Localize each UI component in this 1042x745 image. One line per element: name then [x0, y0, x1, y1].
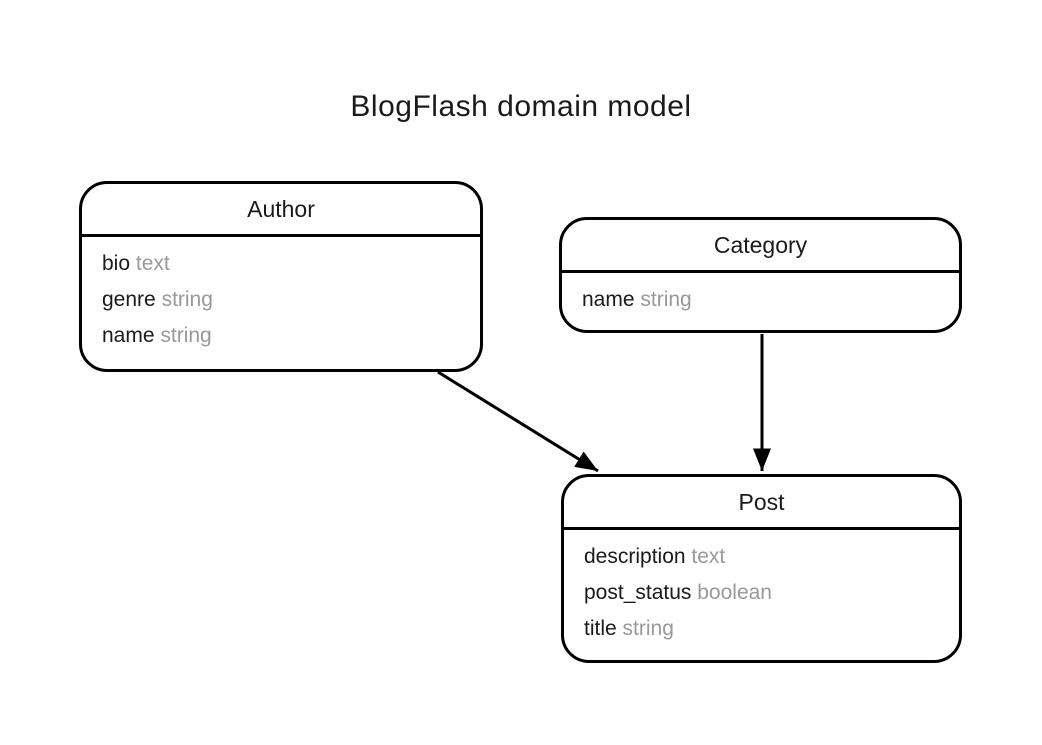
field-name: title	[584, 617, 617, 640]
entity-author-header: Author	[82, 184, 480, 237]
entity-category-fields: name string	[562, 273, 959, 318]
field-name: genre	[102, 288, 156, 311]
field-row: bio text	[102, 246, 470, 282]
field-type: string	[160, 324, 212, 347]
field-name: name	[582, 288, 635, 311]
field-row: name string	[582, 282, 949, 318]
field-type: string	[622, 617, 674, 640]
field-type: string	[161, 288, 213, 311]
field-type: string	[640, 288, 692, 311]
entity-post-fields: description text post_status boolean tit…	[564, 530, 959, 647]
field-row: genre string	[102, 282, 470, 318]
diagram-title: BlogFlash domain model	[350, 90, 692, 123]
field-row: name string	[102, 318, 470, 354]
entity-post: Post description text post_status boolea…	[561, 474, 962, 663]
entity-post-name: Post	[738, 488, 785, 515]
field-name: bio	[102, 252, 131, 275]
field-name: post_status	[584, 581, 692, 604]
entity-category: Category name string	[559, 217, 962, 333]
field-row: post_status boolean	[584, 575, 949, 611]
entity-author: Author bio text genre string name string	[79, 181, 483, 372]
field-type: text	[135, 252, 170, 275]
field-type: text	[691, 545, 726, 568]
entity-post-header: Post	[564, 477, 959, 530]
field-type: boolean	[697, 581, 772, 604]
entity-author-name: Author	[247, 195, 315, 222]
entity-category-name: Category	[713, 231, 808, 258]
entity-author-fields: bio text genre string name string	[82, 237, 480, 354]
field-name: description	[584, 545, 686, 568]
field-row: title string	[584, 611, 949, 647]
relation-author-post-line	[437, 370, 599, 473]
field-row: description text	[584, 539, 949, 575]
entity-category-header: Category	[562, 220, 959, 273]
field-name: name	[102, 324, 155, 347]
